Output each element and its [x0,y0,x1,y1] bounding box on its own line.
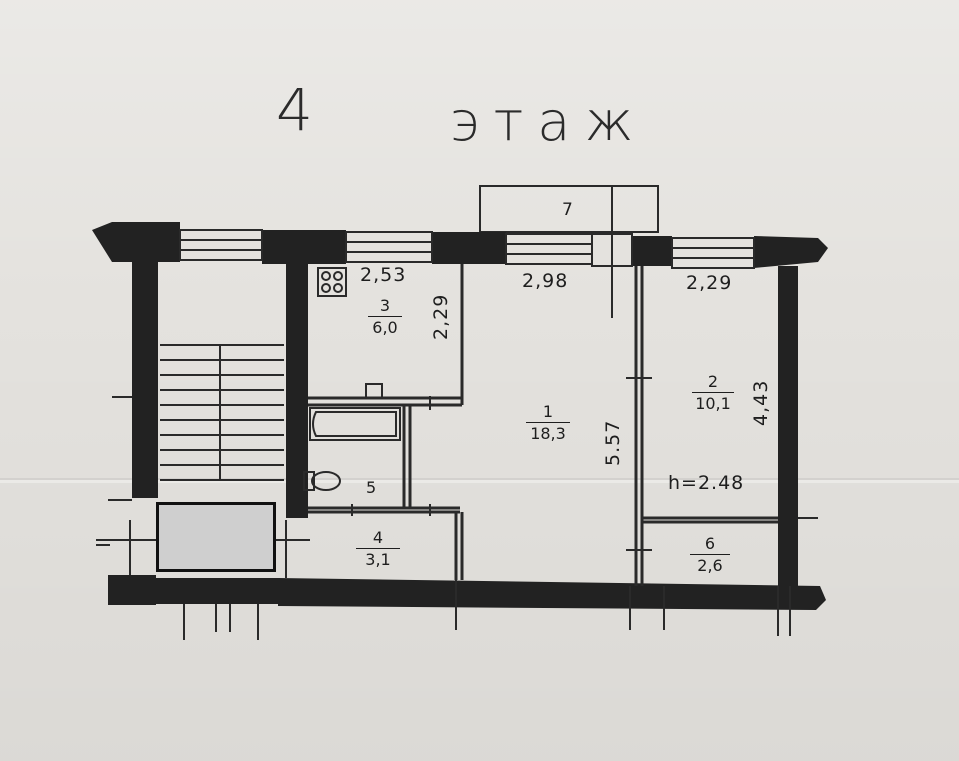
room-number: 3 [368,298,402,317]
room-hall-label: 4 3,1 [356,530,400,568]
room-number: 6 [690,536,730,555]
room-kitchen-label: 3 6,0 [368,298,402,336]
dim-kitchen-width: 2,53 [360,264,407,286]
dim-kitchen-depth: 2,29 [430,293,452,340]
floor-title: этаж [450,90,648,153]
wall-bottom [156,578,826,610]
walls-left [108,258,308,605]
paper-fold [0,478,959,480]
bathtub-icon [309,407,401,441]
dim-living-depth: 5.57 [602,419,624,466]
room-number: 4 [356,530,400,549]
balcony [479,185,659,233]
redaction-box [156,502,276,572]
floor-number: 4 [276,76,315,144]
dim-bedroom-width: 2,29 [686,272,733,294]
wall-right [778,266,798,586]
room-living-label: 1 18,3 [526,404,570,442]
sink-icon [365,383,383,399]
room-area: 3,1 [365,550,391,569]
dim-living-width: 2,98 [522,270,569,292]
paper-fold-highlight [0,480,959,483]
room-area: 18,3 [530,424,566,443]
room-number: 2 [692,374,734,393]
room-area: 10,1 [695,394,731,413]
room-area: 6,0 [372,318,398,337]
ceiling-height: h=2.48 [668,472,745,494]
room-closet-label: 6 2,6 [690,536,730,574]
room-bedroom-label: 2 10,1 [692,374,734,412]
room-balcony-number: 7 [562,200,573,220]
door-marks [96,377,818,636]
room-area: 2,6 [697,556,723,575]
dim-bedroom-depth: 4,43 [750,379,772,426]
toilet-icon [303,471,341,491]
stove-icon [317,267,347,297]
interior-walls [308,264,778,586]
room-bathroom-number: 5 [366,478,377,497]
room-number: 1 [526,404,570,423]
